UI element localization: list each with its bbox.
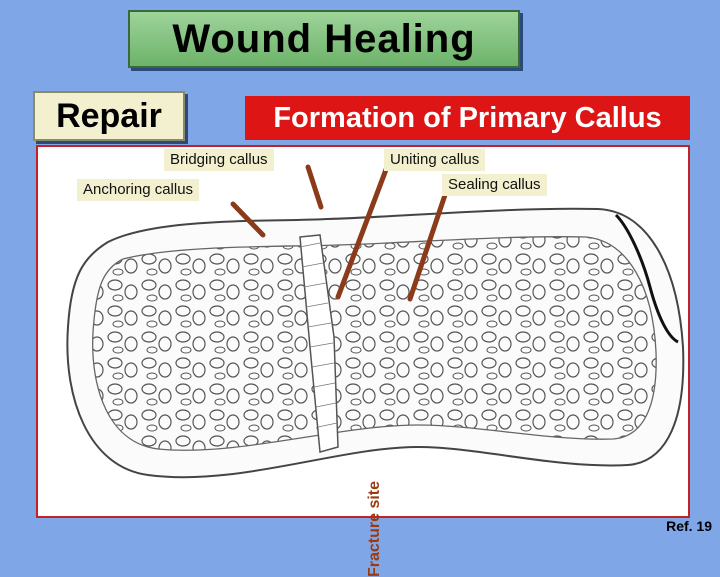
- pointer-lines: [230, 156, 449, 302]
- uniting-callus-label: Uniting callus: [384, 149, 486, 171]
- slide-title: Wound Healing: [172, 16, 476, 61]
- sealing-callus-label: Sealing callus: [442, 174, 547, 196]
- slide-subtitle: Formation of Primary Callus: [273, 101, 662, 134]
- subtitle-banner: Formation of Primary Callus: [245, 96, 690, 140]
- section-label: Repair: [56, 96, 162, 135]
- section-box: Repair: [33, 91, 185, 141]
- anchoring-pointer: [230, 201, 266, 238]
- bone-diagram: Fracture site: [36, 145, 690, 577]
- trabecular-bone: [92, 236, 657, 451]
- sealing-callus-outline: [614, 213, 679, 344]
- reference-label: Ref. 19: [666, 518, 712, 534]
- bridging-pointer: [305, 164, 324, 210]
- uniting-pointer: [335, 156, 393, 300]
- sealing-pointer: [407, 189, 449, 302]
- bone-illustration: [66, 156, 685, 479]
- bridging-callus-label: Bridging callus: [164, 149, 274, 171]
- fracture-site-label: Fracture site: [366, 480, 383, 577]
- title-banner: Wound Healing: [128, 10, 520, 68]
- anchoring-callus-label: Anchoring callus: [77, 179, 200, 201]
- callus-hatching: [299, 242, 338, 428]
